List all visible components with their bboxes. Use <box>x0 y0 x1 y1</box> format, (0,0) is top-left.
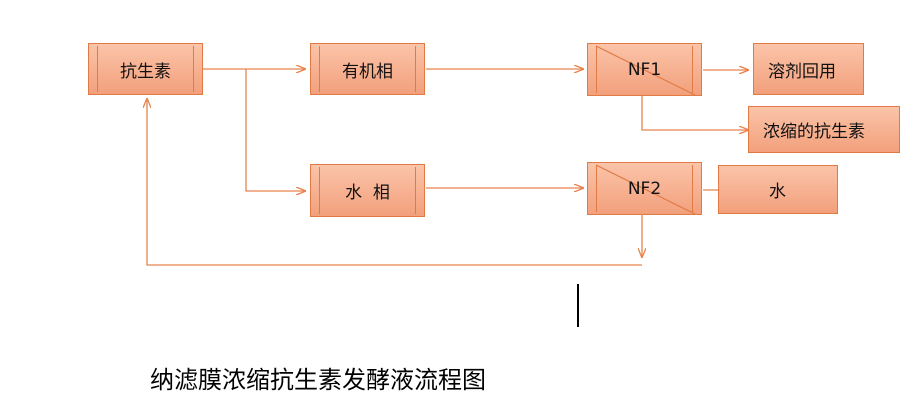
aqueous-phase-label: 水 相 <box>345 183 390 203</box>
organic-phase-node: 有机相 <box>310 43 425 95</box>
water-label: 水 <box>769 182 786 202</box>
arrow-nf1-to-concentrate <box>641 96 748 130</box>
water-node: 水 <box>718 165 838 214</box>
solvent-recovery-label: 溶剂回用 <box>768 61 836 82</box>
vertical-marker-line <box>577 284 579 327</box>
aqueous-phase-node: 水 相 <box>310 164 425 217</box>
diagram-caption: 纳滤膜浓缩抗生素发酵液流程图 <box>150 366 486 394</box>
organic-phase-label: 有机相 <box>342 61 393 82</box>
solvent-recovery-node: 溶剂回用 <box>753 43 864 95</box>
nf1-membrane-node: NF1 <box>587 43 702 96</box>
arrow-recycle-to-antibiotic <box>147 99 642 266</box>
nf1-label: NF1 <box>627 59 662 80</box>
antibiotic-source-label: 抗生素 <box>120 61 171 82</box>
nf2-label: NF2 <box>627 178 662 199</box>
nf2-membrane-node: NF2 <box>587 162 702 215</box>
concentrated-antibiotic-node: 浓缩的抗生素 <box>748 106 900 153</box>
antibiotic-source-node: 抗生素 <box>88 43 203 95</box>
concentrated-antibiotic-label: 浓缩的抗生素 <box>763 122 865 142</box>
nf2-diagonal-line <box>595 164 696 215</box>
nf1-diagonal-line <box>595 45 696 96</box>
arrow-antibiotic-to-aqueous <box>245 69 305 191</box>
